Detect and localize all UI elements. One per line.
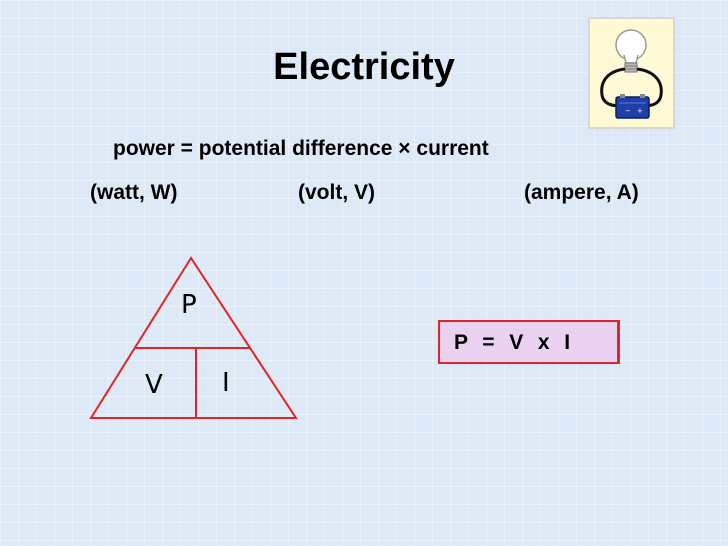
triangle-outline — [91, 258, 296, 418]
formula-triangle — [86, 256, 300, 422]
triangle-label-current: I — [222, 368, 230, 398]
triangle-label-voltage: V — [145, 370, 163, 400]
formula-text: P = V x I — [454, 331, 571, 355]
unit-potential-difference: (volt, V) — [298, 181, 375, 205]
formula-box: P = V x I — [438, 320, 620, 364]
unit-power: (watt, W) — [90, 181, 177, 205]
triangle-label-power: P — [181, 290, 197, 320]
circuit-bulb-battery-icon: − + — [588, 17, 675, 129]
svg-text:−: − — [625, 107, 631, 115]
power-equation: power = potential difference × current — [113, 137, 489, 161]
unit-current: (ampere, A) — [524, 181, 639, 205]
svg-text:+: + — [637, 107, 643, 115]
